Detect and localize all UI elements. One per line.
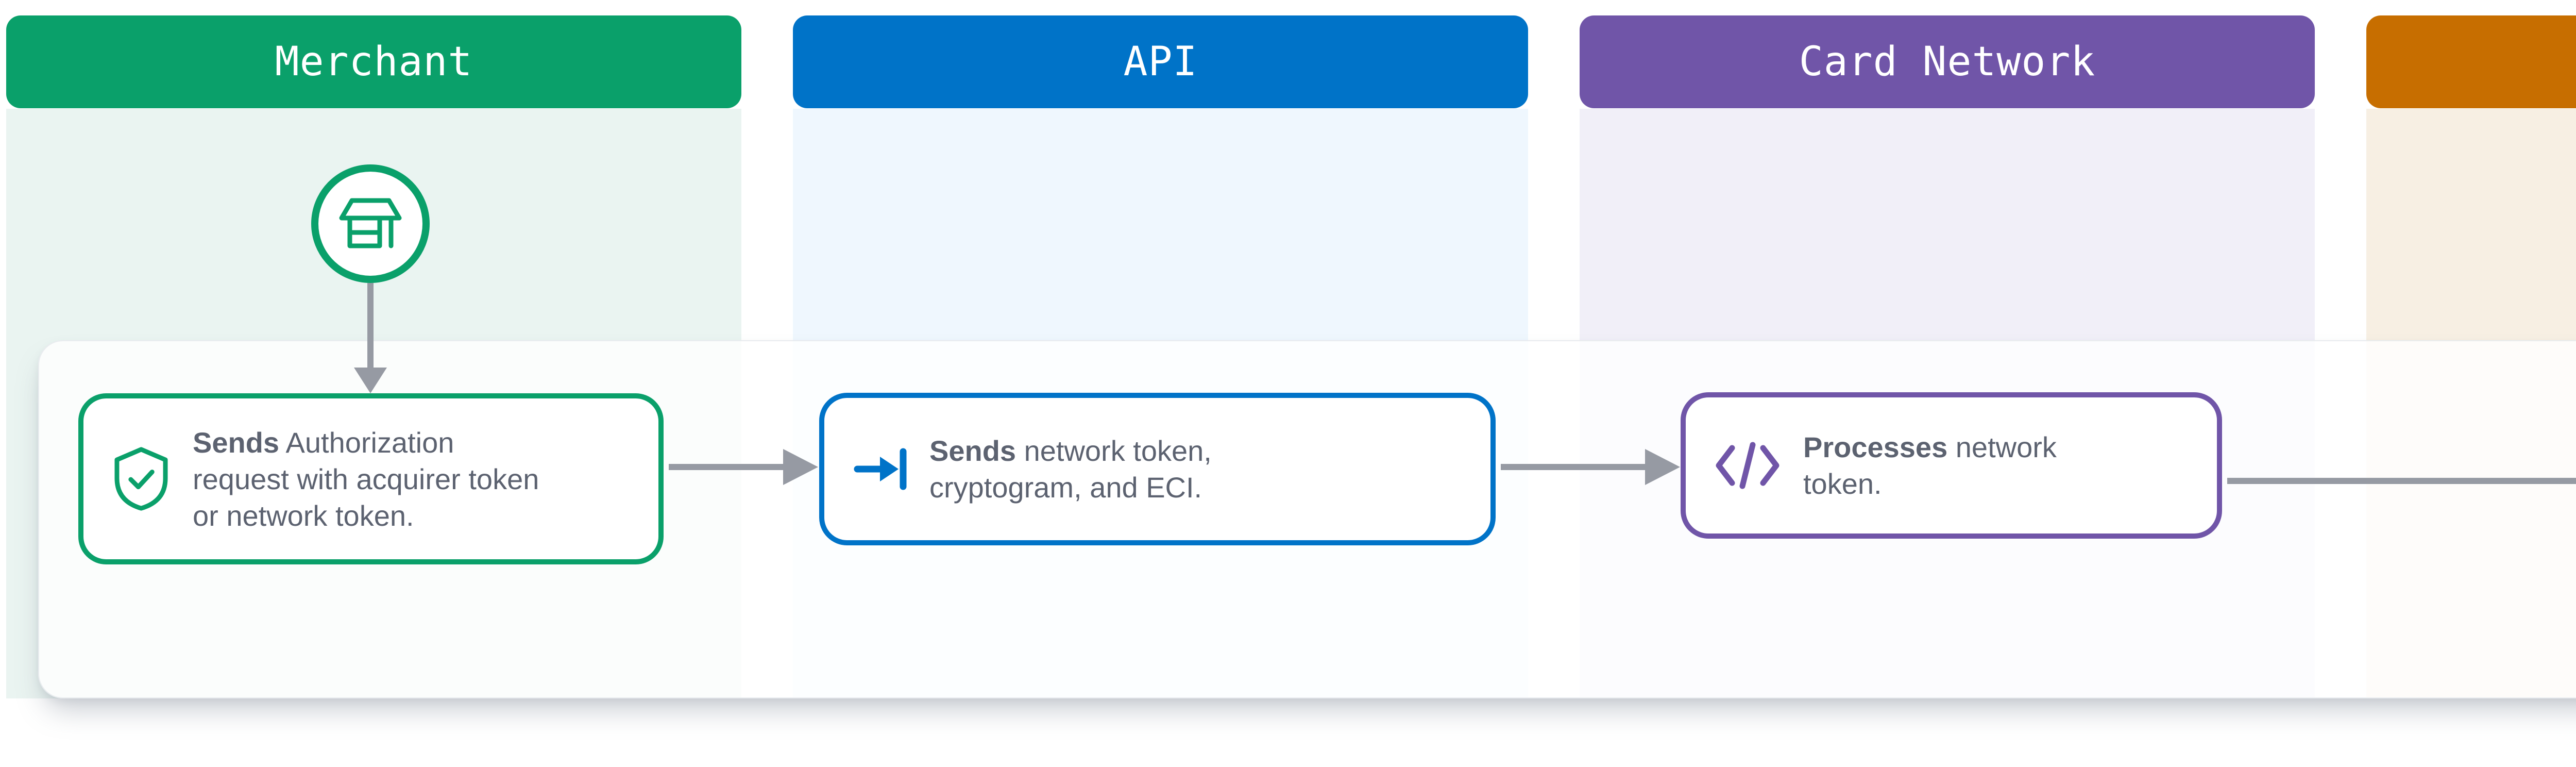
column-header-issuer: Issuer [2366, 15, 2576, 108]
step-keyword: Sends [193, 426, 280, 459]
arrow-step1-to-step2 [669, 464, 784, 470]
shield-check-icon [112, 446, 170, 512]
column-header-api: API [793, 15, 1528, 108]
arrow-into-bar-icon [853, 442, 907, 496]
code-icon [1715, 439, 1781, 492]
storefront-icon [336, 195, 404, 252]
column-label: API [1123, 39, 1198, 85]
step-box-api: Sends network token, cryptogram, and ECI… [819, 393, 1496, 545]
step-box-merchant: Sends Authorization request with acquire… [78, 393, 664, 564]
arrow-step2-to-step3-head [1645, 449, 1680, 485]
arrow-down-merchant [367, 283, 374, 369]
column-header-merchant: Merchant [6, 15, 741, 108]
arrow-down-merchant-head [354, 368, 387, 393]
step-text: Processes network token. [1803, 431, 2057, 500]
arrow-step3-to-issuer [2227, 478, 2576, 484]
step-box-card-network: Processes network token. [1681, 392, 2222, 539]
arrow-step2-to-step3 [1501, 464, 1646, 470]
column-label: Merchant [275, 39, 473, 85]
column-header-card-network: Card Network [1580, 15, 2315, 108]
step-text: Sends Authorization request with acquire… [193, 426, 539, 532]
column-label: Card Network [1799, 39, 2096, 85]
arrow-step1-to-step2-head [783, 449, 818, 485]
merchant-badge [311, 164, 430, 283]
step-keyword: Processes [1803, 431, 1948, 463]
step-text: Sends network token, cryptogram, and ECI… [929, 435, 1212, 504]
step-keyword: Sends [929, 435, 1016, 467]
